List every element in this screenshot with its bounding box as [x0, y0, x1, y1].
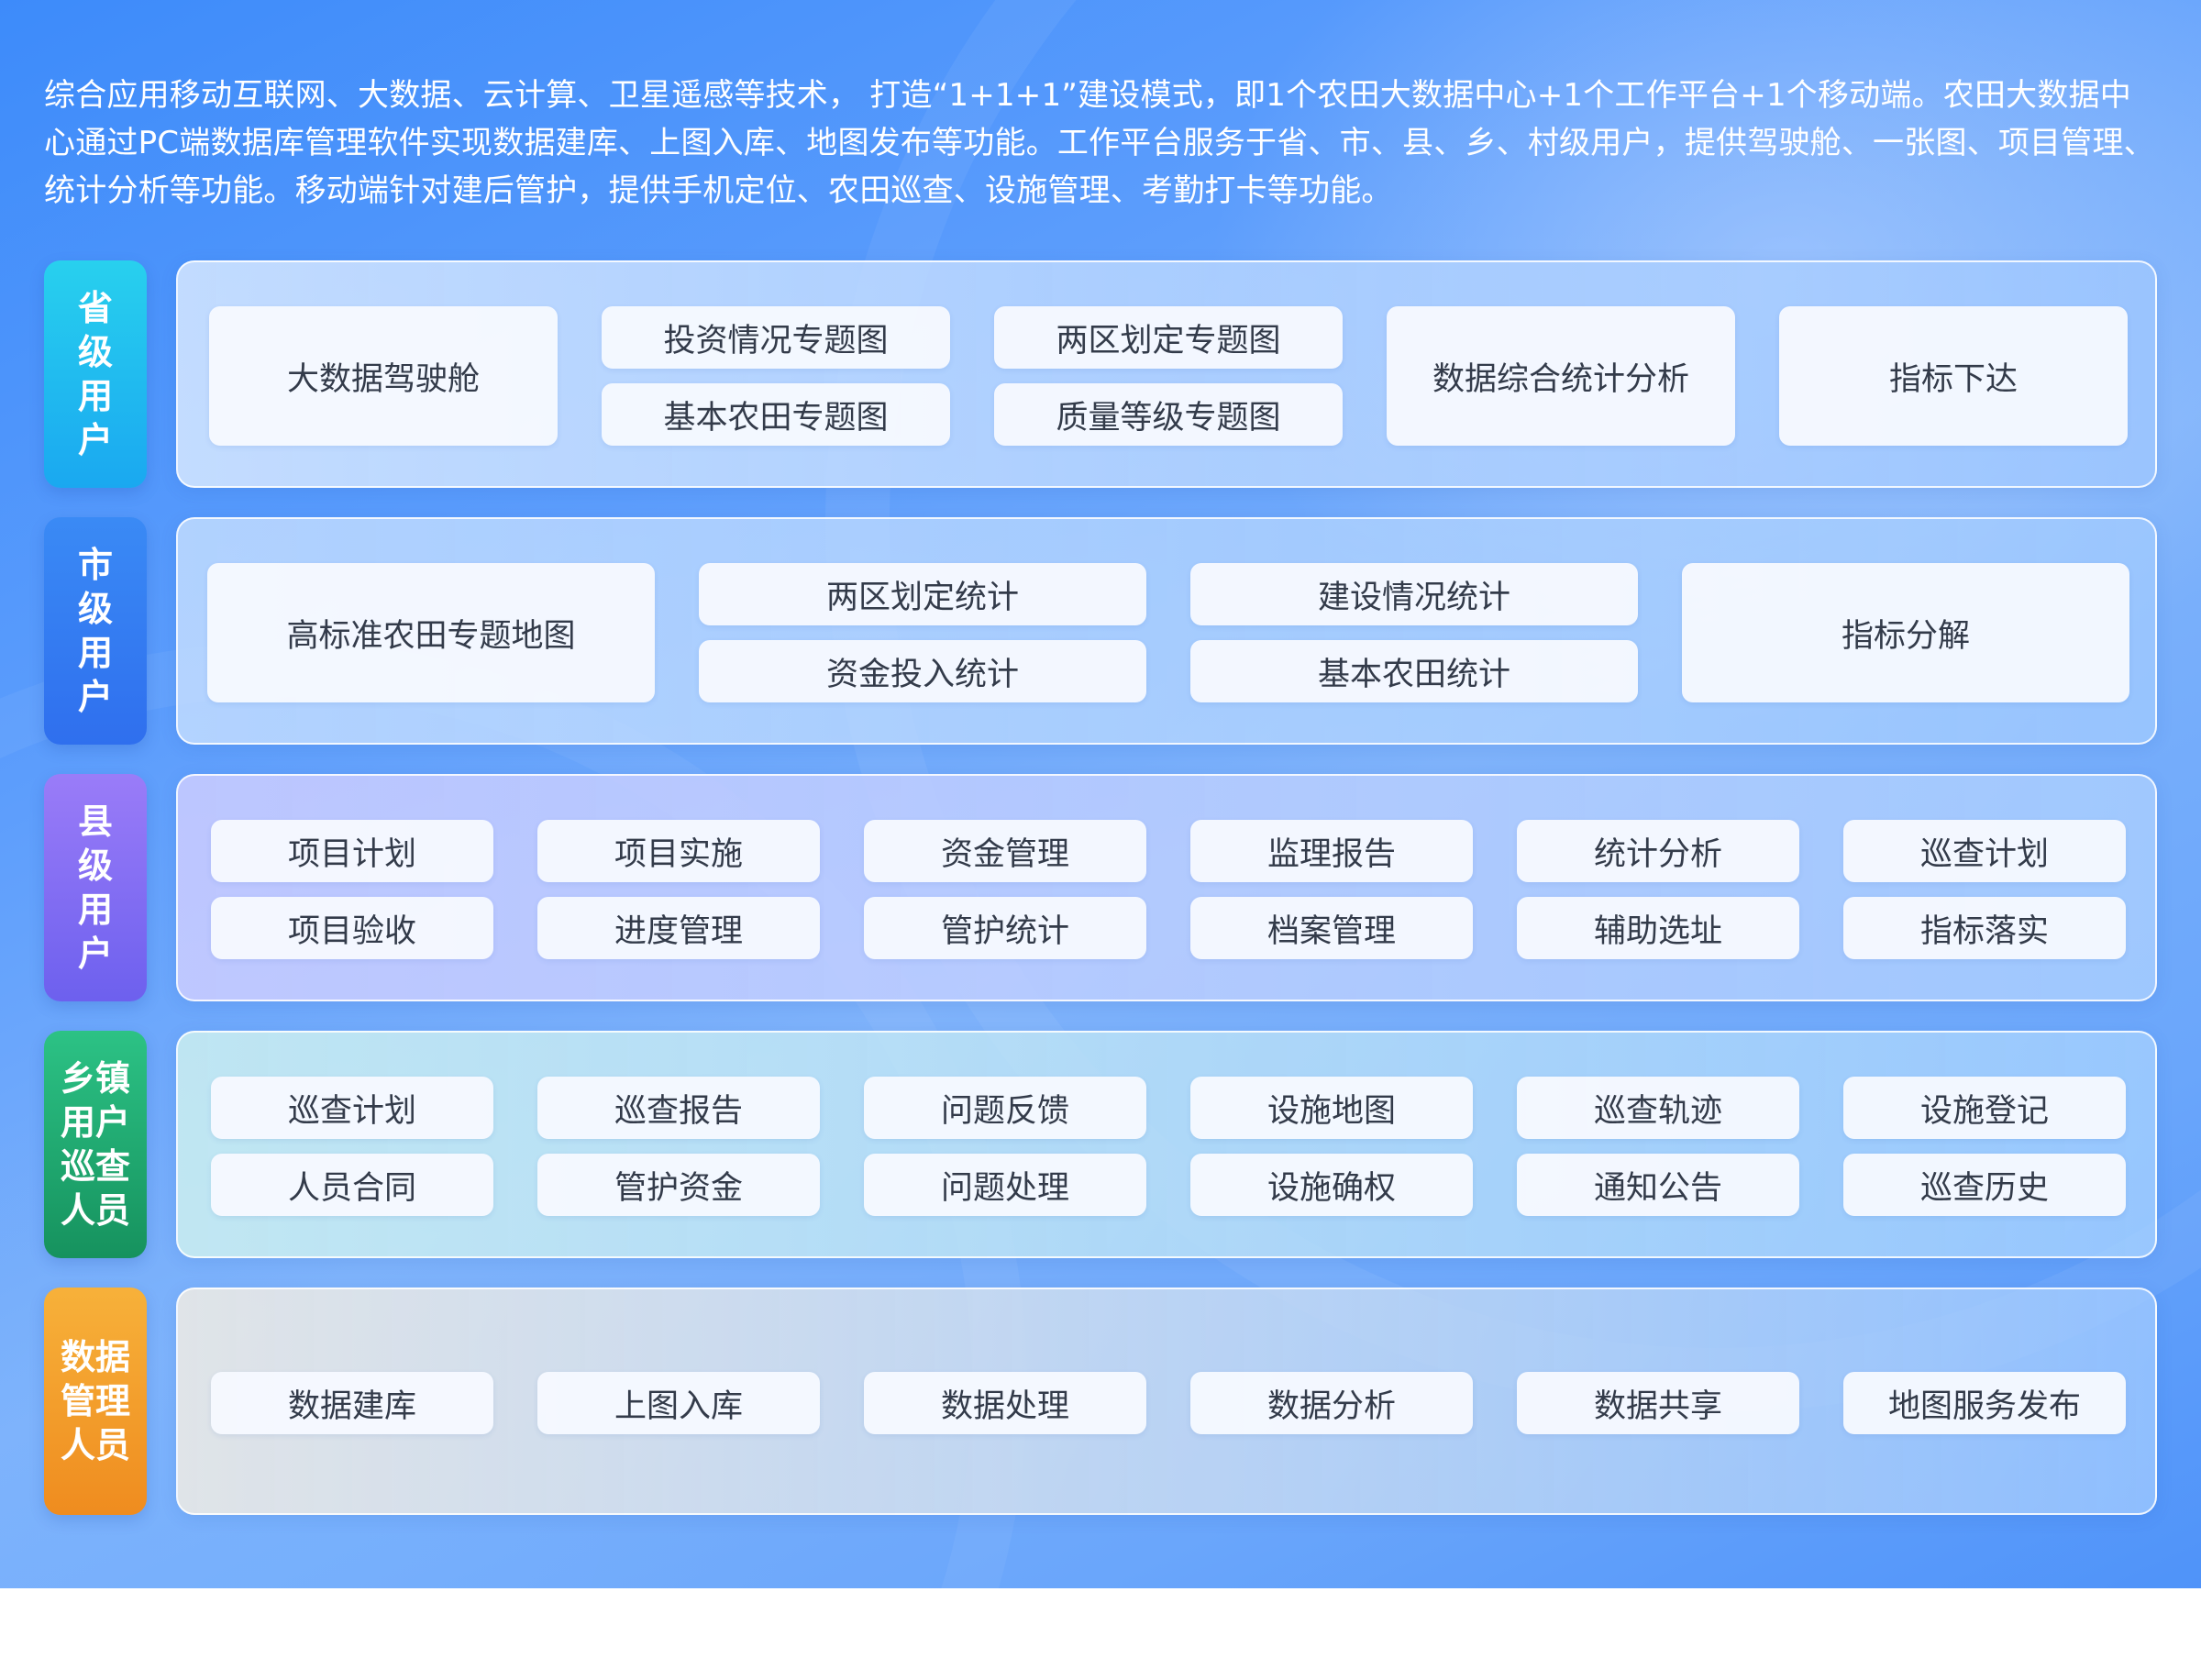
- function-cell: 管护资金: [537, 1154, 820, 1216]
- function-cell: 数据建库: [211, 1372, 493, 1434]
- function-cell: 资金投入统计: [699, 640, 1146, 702]
- panel-city: 高标准农田专题地图 两区划定统计 资金投入统计 建设情况统计 基本农田统计 指标…: [176, 517, 2157, 745]
- function-cell: 数据分析: [1190, 1372, 1473, 1434]
- function-cell: 投资情况专题图: [602, 306, 950, 369]
- function-cell: 资金管理: [864, 820, 1146, 882]
- function-cell: 两区划定专题图: [994, 306, 1343, 369]
- panel-county: 项目计划 项目验收 项目实施 进度管理 资金管理 管护统计 监理报告 档案管理 …: [176, 774, 2157, 1001]
- function-cell: 建设情况统计: [1190, 563, 1638, 625]
- row-label-text: 市级用户: [77, 545, 113, 717]
- function-cell: 指标下达: [1779, 306, 2128, 446]
- function-cell: 管护统计: [864, 897, 1146, 959]
- function-cell: 基本农田专题图: [602, 383, 950, 446]
- row-label-text: 乡镇用户巡查人员: [60, 1058, 130, 1231]
- function-cell: 指标落实: [1843, 897, 2126, 959]
- function-cell: 项目验收: [211, 897, 493, 959]
- row-label-text: 省级用户: [77, 288, 113, 460]
- function-cell: 巡查历史: [1843, 1154, 2126, 1216]
- function-cell: 档案管理: [1190, 897, 1473, 959]
- function-cell: 巡查报告: [537, 1077, 820, 1139]
- function-cell: 地图服务发布: [1843, 1372, 2126, 1434]
- row-label-province: 省级用户: [44, 260, 147, 488]
- function-cell: 两区划定统计: [699, 563, 1146, 625]
- function-cell: 数据综合统计分析: [1387, 306, 1735, 446]
- row-label-text: 数据管理人员: [60, 1337, 130, 1465]
- function-cell: 上图入库: [537, 1372, 820, 1434]
- diagram-background: 综合应用移动互联网、大数据、云计算、卫星遥感等技术， 打造“1+1+1”建设模式…: [0, 0, 2201, 1588]
- row-label-city: 市级用户: [44, 517, 147, 745]
- function-cell: 进度管理: [537, 897, 820, 959]
- function-cell: 辅助选址: [1517, 897, 1799, 959]
- function-cell: 设施登记: [1843, 1077, 2126, 1139]
- panel-province: 大数据驾驶舱 投资情况专题图 基本农田专题图 两区划定专题图 质量等级专题图 数…: [176, 260, 2157, 488]
- function-cell: 巡查轨迹: [1517, 1077, 1799, 1139]
- function-cell: 数据共享: [1517, 1372, 1799, 1434]
- function-cell: 监理报告: [1190, 820, 1473, 882]
- function-cell: 基本农田统计: [1190, 640, 1638, 702]
- row-label-township: 乡镇用户巡查人员: [44, 1031, 147, 1258]
- function-cell: 问题反馈: [864, 1077, 1146, 1139]
- function-cell: 统计分析: [1517, 820, 1799, 882]
- function-cell: 设施确权: [1190, 1154, 1473, 1216]
- row-label-text: 县级用户: [77, 801, 113, 974]
- function-cell: 高标准农田专题地图: [207, 563, 655, 702]
- panel-data-admin: 数据建库 上图入库 数据处理 数据分析 数据共享 地图服务发布: [176, 1288, 2157, 1515]
- intro-paragraph: 综合应用移动互联网、大数据、云计算、卫星遥感等技术， 打造“1+1+1”建设模式…: [44, 77, 2155, 209]
- function-cell: 通知公告: [1517, 1154, 1799, 1216]
- row-label-county: 县级用户: [44, 774, 147, 1001]
- panel-township: 巡查计划 人员合同 巡查报告 管护资金 问题反馈 问题处理 设施地图 设施确权 …: [176, 1031, 2157, 1258]
- function-cell: 巡查计划: [211, 1077, 493, 1139]
- function-cell: 大数据驾驶舱: [209, 306, 558, 446]
- function-cell: 质量等级专题图: [994, 383, 1343, 446]
- function-cell: 项目计划: [211, 820, 493, 882]
- function-cell: 人员合同: [211, 1154, 493, 1216]
- function-cell: 巡查计划: [1843, 820, 2126, 882]
- function-cell: 数据处理: [864, 1372, 1146, 1434]
- function-cell: 项目实施: [537, 820, 820, 882]
- function-cell: 指标分解: [1682, 563, 2129, 702]
- row-label-data-admin: 数据管理人员: [44, 1288, 147, 1515]
- function-cell: 问题处理: [864, 1154, 1146, 1216]
- function-cell: 设施地图: [1190, 1077, 1473, 1139]
